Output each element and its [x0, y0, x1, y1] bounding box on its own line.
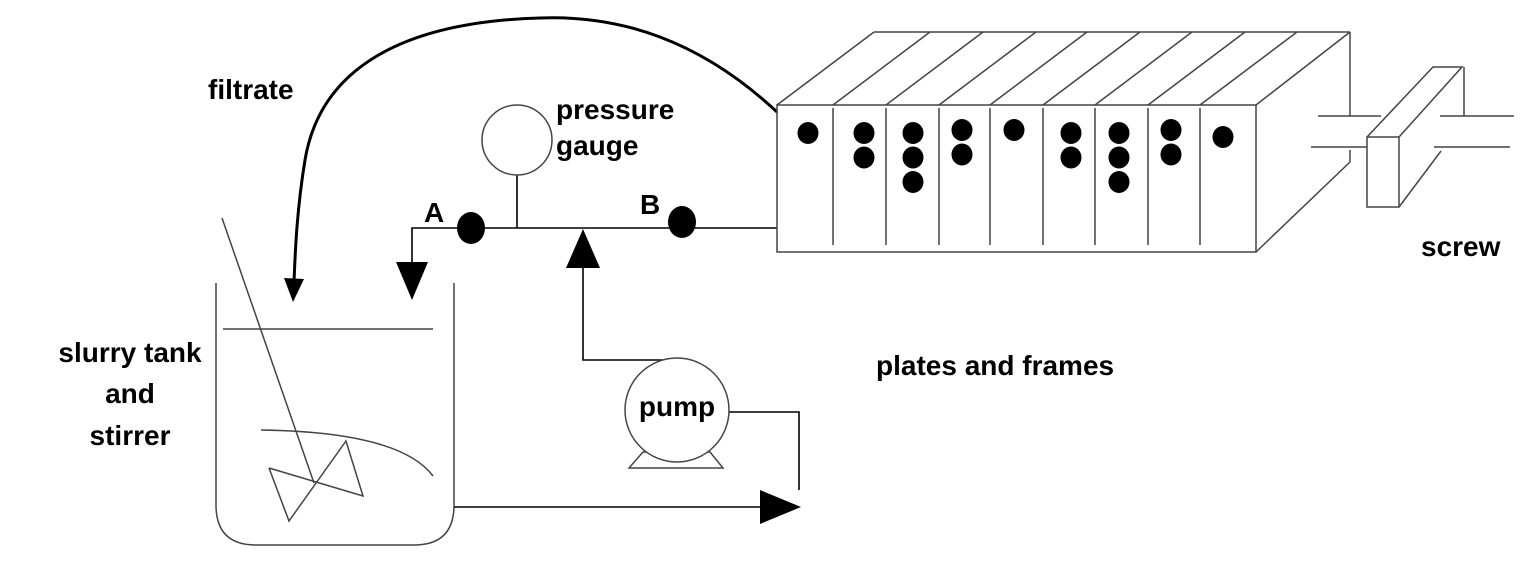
feed-pipe — [396, 175, 801, 524]
frame-port-dot — [902, 122, 924, 144]
frame-port-dot — [951, 143, 973, 166]
filtrate-arrowhead-icon — [284, 278, 304, 302]
frame-port-dot — [951, 119, 973, 141]
plates-and-frames-label: plates and frames — [876, 350, 1114, 381]
frame-port-dot — [797, 122, 819, 144]
pump — [624, 357, 730, 469]
frame-port-dot — [902, 146, 924, 169]
frame-top-edge — [885, 31, 984, 106]
up-arrow-icon — [566, 229, 600, 268]
frame-port-dot — [1003, 119, 1025, 141]
pressure-gauge-icon — [481, 104, 553, 176]
screw — [1311, 66, 1514, 208]
filtrate-label: filtrate — [208, 74, 294, 105]
right-arrow-icon — [760, 490, 801, 524]
frame-port-dot — [1108, 146, 1130, 169]
stirrer — [221, 217, 434, 523]
frame-port-dot — [1160, 119, 1182, 141]
frame-port-dot — [853, 146, 875, 169]
frame-top-edge — [1147, 31, 1246, 106]
valve-b-label: B — [640, 189, 660, 220]
pressure-gauge-label-1: pressure — [556, 94, 674, 125]
frame-port-dot — [1212, 126, 1234, 148]
pressure-gauge-label-2: gauge — [556, 130, 638, 161]
frame-port-dot — [853, 122, 875, 144]
slurry-tank-label-2: and — [105, 378, 155, 409]
down-arrow-icon — [396, 262, 428, 300]
pump-icon — [624, 357, 730, 463]
valve-a — [457, 212, 485, 244]
slurry-tank-label-1: slurry tank — [58, 337, 202, 368]
valve-b — [668, 206, 696, 238]
slurry-tank — [215, 217, 455, 546]
frame-top-edge — [1199, 31, 1298, 106]
frame-top-edge — [832, 31, 931, 106]
filtrate-return-line — [284, 16, 779, 302]
frame-top-edge — [989, 31, 1088, 106]
frame-port-dot — [1108, 122, 1130, 144]
pump-label: pump — [639, 391, 715, 422]
frame-top-edge — [1094, 31, 1193, 106]
valve-a-label: A — [424, 197, 444, 228]
frame-port-dot — [1060, 146, 1082, 169]
frame-port-dot — [1108, 171, 1130, 193]
screw-label: screw — [1421, 231, 1501, 262]
frame-port-dot — [902, 171, 924, 193]
frame-port-dot — [1060, 122, 1082, 144]
frame-top-edge — [1042, 31, 1141, 106]
screw-block-icon — [1366, 136, 1400, 208]
frame-top-edge — [938, 31, 1037, 106]
plates-and-frames — [776, 31, 1351, 253]
slurry-tank-label-3: stirrer — [90, 420, 171, 451]
frame-port-dot — [1160, 143, 1182, 166]
